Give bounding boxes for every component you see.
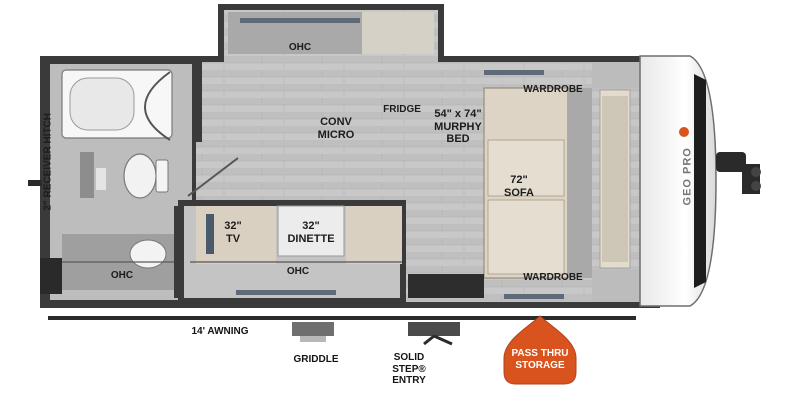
griddle-icon — [292, 322, 334, 336]
wardrobe-top-label: WARDROBE — [523, 84, 583, 95]
ohc-kitchen-label: OHC — [288, 42, 312, 53]
conv-micro-label: CONV MICRO — [317, 116, 355, 141]
solid-step-entry — [408, 322, 460, 346]
dinette-label: 32" DINETTE — [287, 220, 335, 245]
step-entry-base — [408, 274, 484, 298]
receiver-hitch-label: 2" RECEIVER HITCH — [42, 112, 54, 211]
dinette-table — [277, 205, 345, 257]
griddle-label: GRIDDLE — [293, 354, 339, 365]
brand-logo: GEO PRO — [681, 147, 694, 206]
fridge-body — [362, 12, 434, 60]
murphy-sofa — [408, 62, 640, 302]
dinette-seat-right — [346, 206, 402, 264]
tv-label: 32" TV — [224, 220, 242, 245]
ohc-kitchen-window — [240, 18, 360, 23]
murphy-bed-label: 54" x 74" MURPHY BED — [434, 108, 482, 146]
wardrobe-bottom — [592, 270, 640, 302]
ohc-bath-label: OHC — [110, 270, 134, 281]
bathroom-sink-icon — [129, 239, 167, 269]
tv-icon — [206, 214, 214, 254]
dinette — [174, 200, 406, 304]
awning-label: 14' AWNING — [191, 326, 249, 337]
wardrobe-bottom-label: WARDROBE — [523, 272, 583, 283]
toilet-icon — [123, 153, 157, 199]
pass-thru-storage-badge — [503, 315, 577, 385]
bathroom — [46, 60, 239, 304]
pass-thru-storage-label: PASS THRU STORAGE — [511, 348, 569, 371]
tongue-jack — [716, 152, 746, 172]
ohc-dinette-label: OHC — [286, 266, 310, 277]
wardrobe-top — [592, 62, 640, 88]
front-cap — [639, 55, 761, 307]
sofa-label: 72" SOFA — [504, 174, 534, 199]
fridge-label: FRIDGE — [383, 104, 421, 115]
bumper-step — [40, 258, 62, 294]
solid-step-entry-label: SOLID STEP® ENTRY — [392, 352, 426, 386]
logo-mark — [679, 127, 689, 137]
